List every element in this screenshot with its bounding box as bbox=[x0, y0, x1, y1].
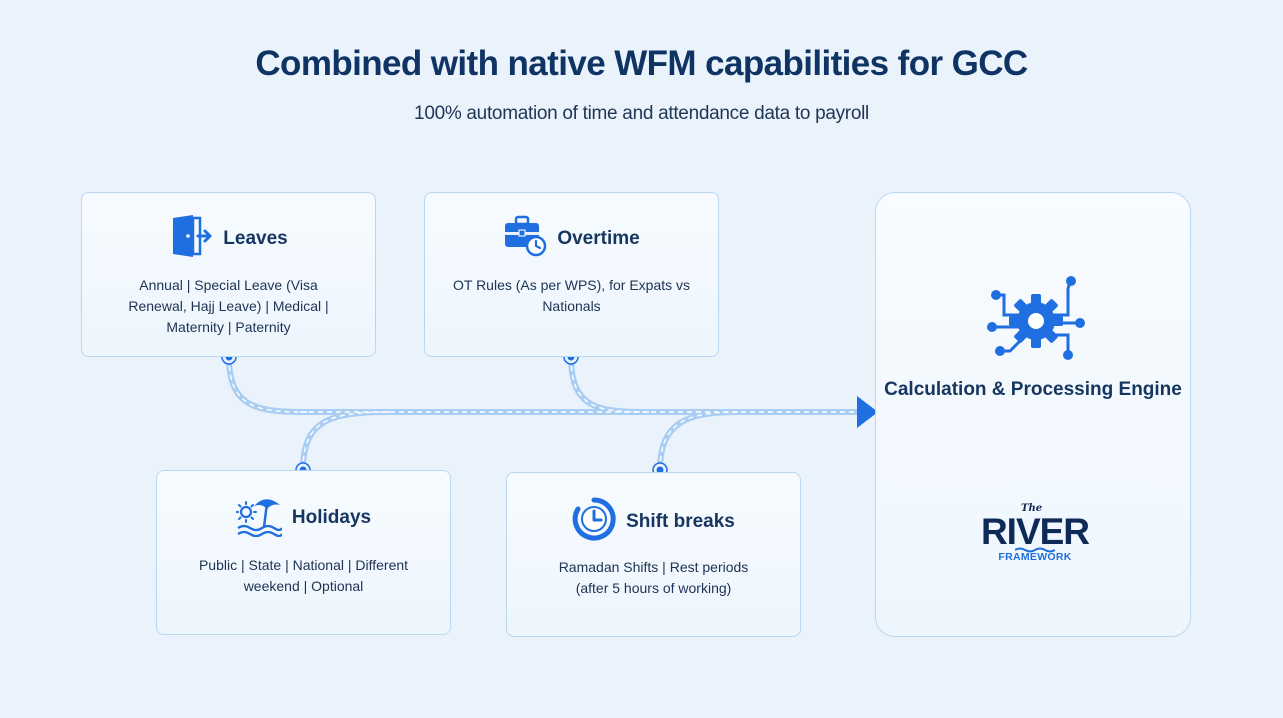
page-subtitle: 100% automation of time and attendance d… bbox=[414, 103, 869, 124]
exit-door-icon bbox=[169, 215, 213, 262]
brand-sub: FRAMEWORK bbox=[998, 551, 1072, 563]
shift-breaks-card: Shift breaks Ramadan Shifts | Rest perio… bbox=[506, 472, 801, 637]
leaves-card: Leaves Annual | Special Leave (Visa Rene… bbox=[81, 192, 376, 357]
gear-circuit-icon bbox=[980, 275, 1092, 372]
brand-name: RIVER bbox=[980, 511, 1090, 552]
overtime-card: Overtime OT Rules (As per WPS), for Expa… bbox=[424, 192, 719, 357]
arrow-head-icon bbox=[857, 396, 878, 428]
holidays-description: Public | State | National | Different we… bbox=[198, 557, 409, 594]
brand-the: The bbox=[1021, 503, 1043, 514]
leaves-description: Annual | Special Leave (Visa Renewal, Ha… bbox=[128, 277, 329, 335]
river-framework-logo: The RIVER FRAMEWORK bbox=[973, 501, 1097, 573]
engine-title: Calculation & Processing Engine bbox=[884, 379, 1182, 400]
overtime-title: Overtime bbox=[557, 227, 640, 249]
engine-card: Calculation & Processing Engine The RIVE… bbox=[875, 192, 1191, 637]
page-title: Combined with native WFM capabilities fo… bbox=[255, 44, 1028, 83]
connector-holidays bbox=[300, 409, 393, 473]
connector-overtime bbox=[568, 354, 653, 415]
connector-shift bbox=[657, 409, 743, 473]
shift-breaks-title: Shift breaks bbox=[626, 510, 735, 532]
overtime-description: OT Rules (As per WPS), for Expats vs Nat… bbox=[452, 277, 691, 314]
beach-umbrella-icon bbox=[234, 493, 283, 542]
holidays-card: Holidays Public | State | National | Dif… bbox=[156, 470, 451, 635]
connector-leaves bbox=[226, 354, 313, 415]
leaves-title: Leaves bbox=[223, 227, 288, 249]
clock-icon bbox=[572, 497, 616, 546]
holidays-title: Holidays bbox=[291, 506, 372, 528]
briefcase-clock-icon bbox=[503, 215, 547, 262]
shift-breaks-description: Ramadan Shifts | Rest periods (after 5 h… bbox=[558, 559, 749, 596]
wave-icon bbox=[1015, 547, 1055, 553]
